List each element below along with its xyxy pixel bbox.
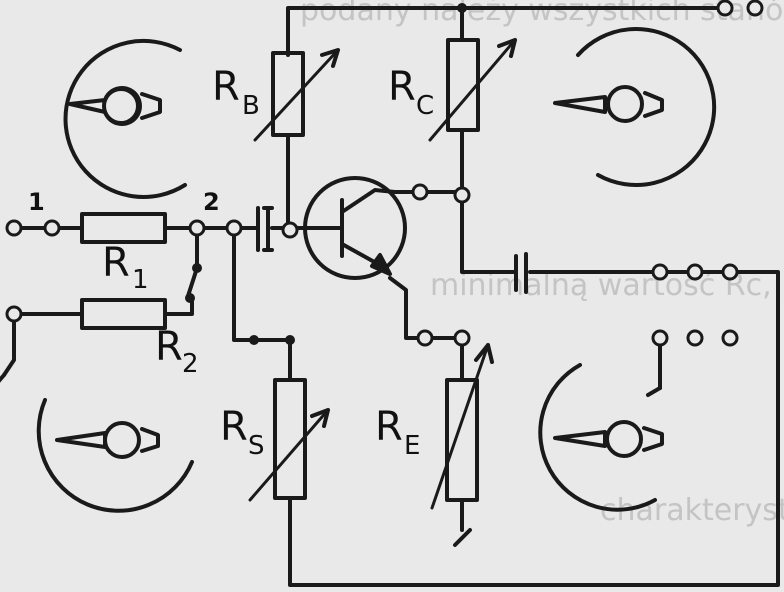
svg-text:2: 2 [182,349,199,379]
terminal-2-label: 2 [203,188,220,216]
resistor-re[interactable] [430,343,494,510]
svg-text:C: C [416,91,434,121]
label-re: R E [375,404,420,461]
terminal-1-label: 1 [28,188,45,216]
transistor-npn[interactable] [303,176,407,280]
dial-icon-top-right[interactable] [553,26,717,187]
resistor-rb[interactable] [253,48,340,142]
terminal-collector-b[interactable] [453,186,471,204]
junction-dot-top [457,3,467,13]
dial-icon-top-left[interactable] [63,38,187,199]
terminal-input-1b[interactable] [43,219,61,237]
svg-text:R: R [220,404,248,450]
switch-contact-1 [192,263,202,273]
resistor-rs[interactable] [248,378,330,502]
terminal-output-1[interactable] [651,263,669,281]
terminal-output-6[interactable] [721,329,739,347]
ground-stroke-re [453,528,472,547]
label-rs: R S [220,404,265,461]
capacitor-output[interactable] [514,252,528,294]
switch-contact-3 [249,335,259,345]
resistor-r2[interactable] [80,298,167,330]
terminal-input-2[interactable] [225,219,243,237]
svg-text:R: R [212,64,240,110]
label-rc: R C [388,64,434,121]
svg-text:E: E [404,431,420,461]
terminal-top-right-2[interactable] [746,0,764,17]
label-r1: R 1 [102,240,149,295]
ground-stroke-out [646,386,662,397]
svg-text:B: B [242,91,260,121]
svg-text:R: R [102,240,130,286]
resistor-rc[interactable] [428,38,517,142]
terminal-base[interactable] [281,221,299,239]
background-text-line-1: podany należy wszystkich stanów wartość [300,0,784,28]
svg-text:R: R [388,64,416,110]
terminal-top-right[interactable] [716,0,734,17]
dial-icon-bottom-right[interactable] [538,363,664,512]
terminal-r2-input[interactable] [5,305,23,323]
terminal-output-5[interactable] [686,329,704,347]
label-rb: R B [212,64,260,121]
svg-text:R: R [155,324,183,370]
svg-text:1: 1 [132,265,149,295]
capacitor-input[interactable] [256,206,274,252]
switch-contact-4 [285,335,295,345]
terminal-input-1[interactable] [5,219,23,237]
dial-icon-bottom-left[interactable] [36,398,194,513]
resistor-r1[interactable] [80,212,167,244]
switch-contact-2 [185,293,195,303]
label-r2: R 2 [155,324,199,379]
terminal-emitter-b[interactable] [453,329,471,347]
svg-text:S: S [248,431,265,461]
terminal-emitter-a[interactable] [416,329,434,347]
svg-text:R: R [375,404,403,450]
terminal-output-2[interactable] [686,263,704,281]
terminal-node-a[interactable] [188,219,206,237]
terminal-collector-a[interactable] [411,183,429,201]
terminal-output-3[interactable] [721,263,739,281]
terminal-output-4[interactable] [651,329,669,347]
ground-stroke-r2 [0,373,6,383]
